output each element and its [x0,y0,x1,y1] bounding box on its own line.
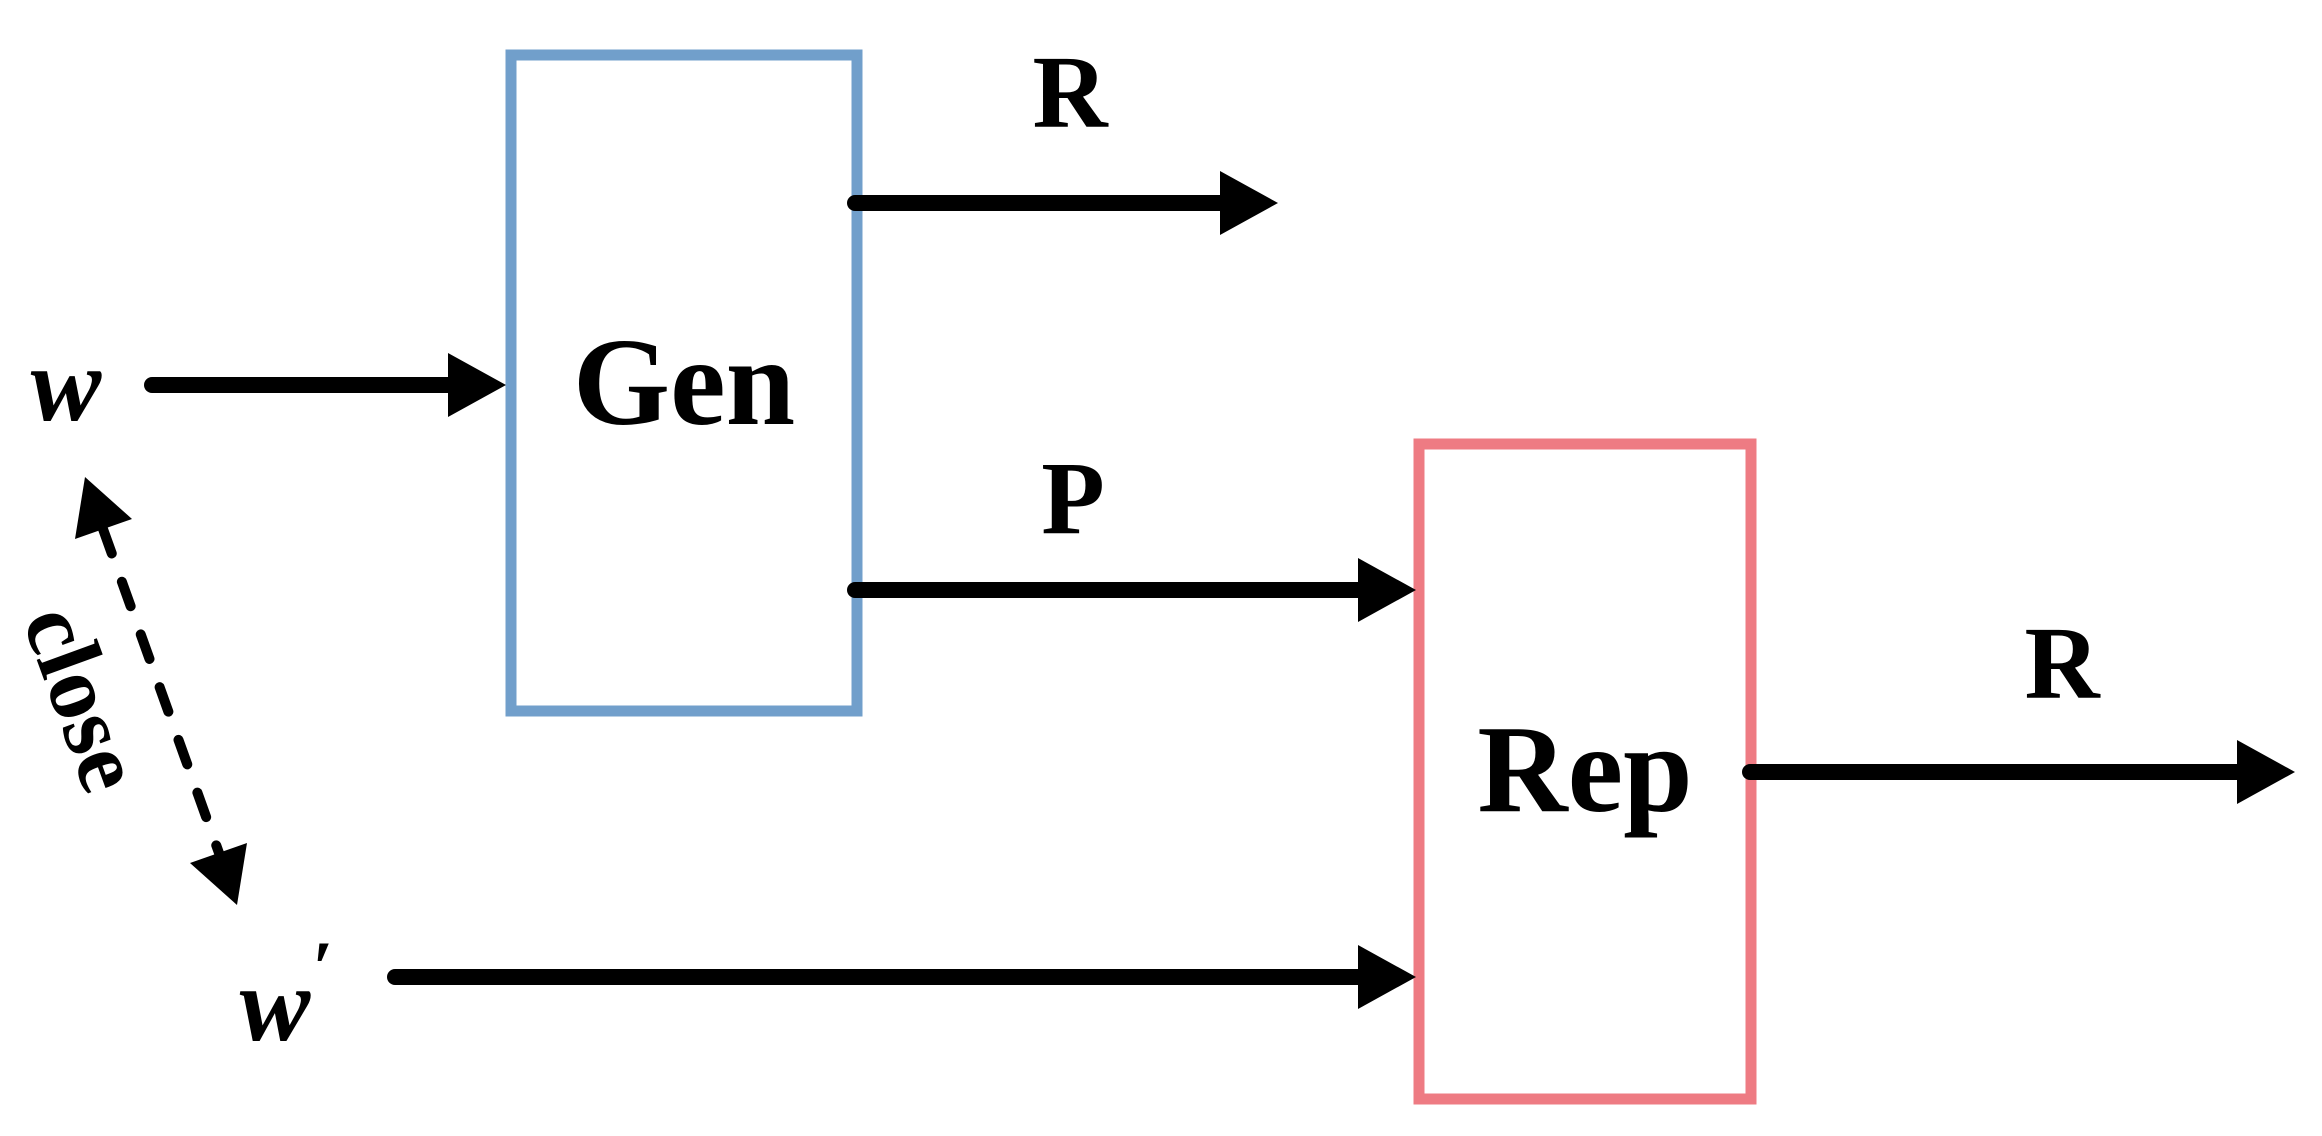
gen-r-output-arrow-head [1220,171,1278,235]
close-label: close [3,592,164,805]
gen-to-rep-arrow [847,558,1416,622]
rep-r-output-arrow [1742,740,2295,804]
r-right-label: R [2024,606,2101,721]
gen-label: Gen [573,314,795,452]
p-label: P [1041,441,1105,556]
w-prime-mark: ′ [312,927,333,1009]
rep-label: Rep [1477,701,1692,839]
r-top-label: R [1032,35,1109,150]
w-to-gen-arrow-head [448,353,506,417]
gen-to-rep-arrow-head [1358,558,1416,622]
close-arrow-head-top [75,477,132,539]
w-prime-label: w [240,946,312,1063]
w-label: w [31,326,103,443]
rep-r-output-arrow-head [2237,740,2295,804]
gen-box [505,49,863,717]
gen-r-output-arrow [847,171,1278,235]
w-prime-to-rep-arrow-head [1358,945,1416,1009]
close-arrow [75,477,247,905]
close-arrow-line [98,524,224,858]
close-arrow-head-bottom [190,843,247,905]
w-to-gen-arrow [144,353,506,417]
w-prime-to-rep-arrow [387,945,1416,1009]
